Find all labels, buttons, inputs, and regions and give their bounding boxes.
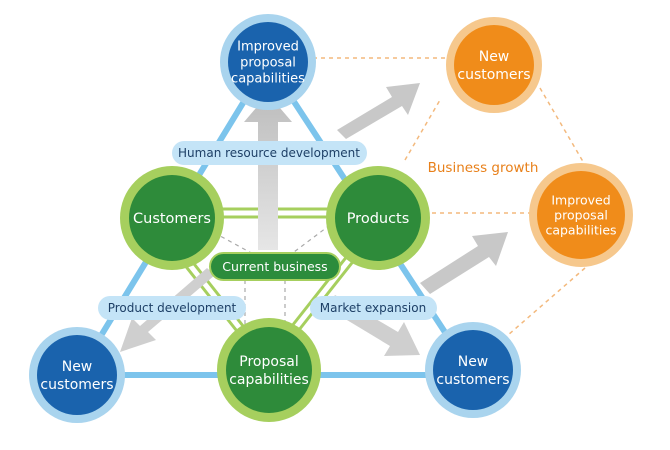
label-line: New [62,359,93,375]
pill-human-resource: Human resource development [172,141,367,165]
label-line: capabilities [545,222,616,237]
pill-product-development-label: Product development [108,301,237,315]
node-new-customers-left-label: New customers [40,359,113,393]
node-new-customers-right: New customers [425,322,521,418]
label-line: Customers [133,211,211,227]
label-line: New [458,354,489,370]
pill-human-resource-label: Human resource development [178,146,360,160]
pill-current-business-label: Current business [222,259,327,274]
pill-product-development: Product development [98,296,246,320]
label-line: Improved [551,192,610,207]
arrow-top-right [337,83,420,139]
label-line: proposal [240,56,296,71]
node-orange-new-customers-label: New customers [457,49,530,83]
label-line: Products [347,211,410,227]
label-line: customers [436,372,509,388]
label-line: customers [457,67,530,83]
label-line: capabilities [231,72,305,87]
node-new-customers-left: New customers [29,327,125,423]
node-products-label: Products [347,211,410,227]
node-products: Products [326,166,430,270]
business-growth-label: Business growth [428,160,539,176]
pill-current-business: Current business [209,252,341,281]
node-customers: Customers [120,166,224,270]
arrow-right-up [420,232,508,294]
node-proposal-capabilities-label: Proposal capabilities [229,354,309,388]
node-customers-label: Customers [133,211,211,227]
label-line: Proposal [239,354,298,370]
label-line: customers [40,377,113,393]
arrow-up [244,94,292,250]
label-line: proposal [554,207,608,222]
growth-hexagon [305,57,586,336]
node-proposal-capabilities: Proposal capabilities [217,318,321,422]
node-orange-new-customers: New customers [446,17,542,113]
label-line: capabilities [229,372,309,388]
pill-market-expansion: Market expansion [310,296,437,320]
label-line: Improved [237,40,299,55]
pill-market-expansion-label: Market expansion [320,301,426,315]
node-new-customers-right-label: New customers [436,354,509,388]
label-line: New [479,49,510,65]
